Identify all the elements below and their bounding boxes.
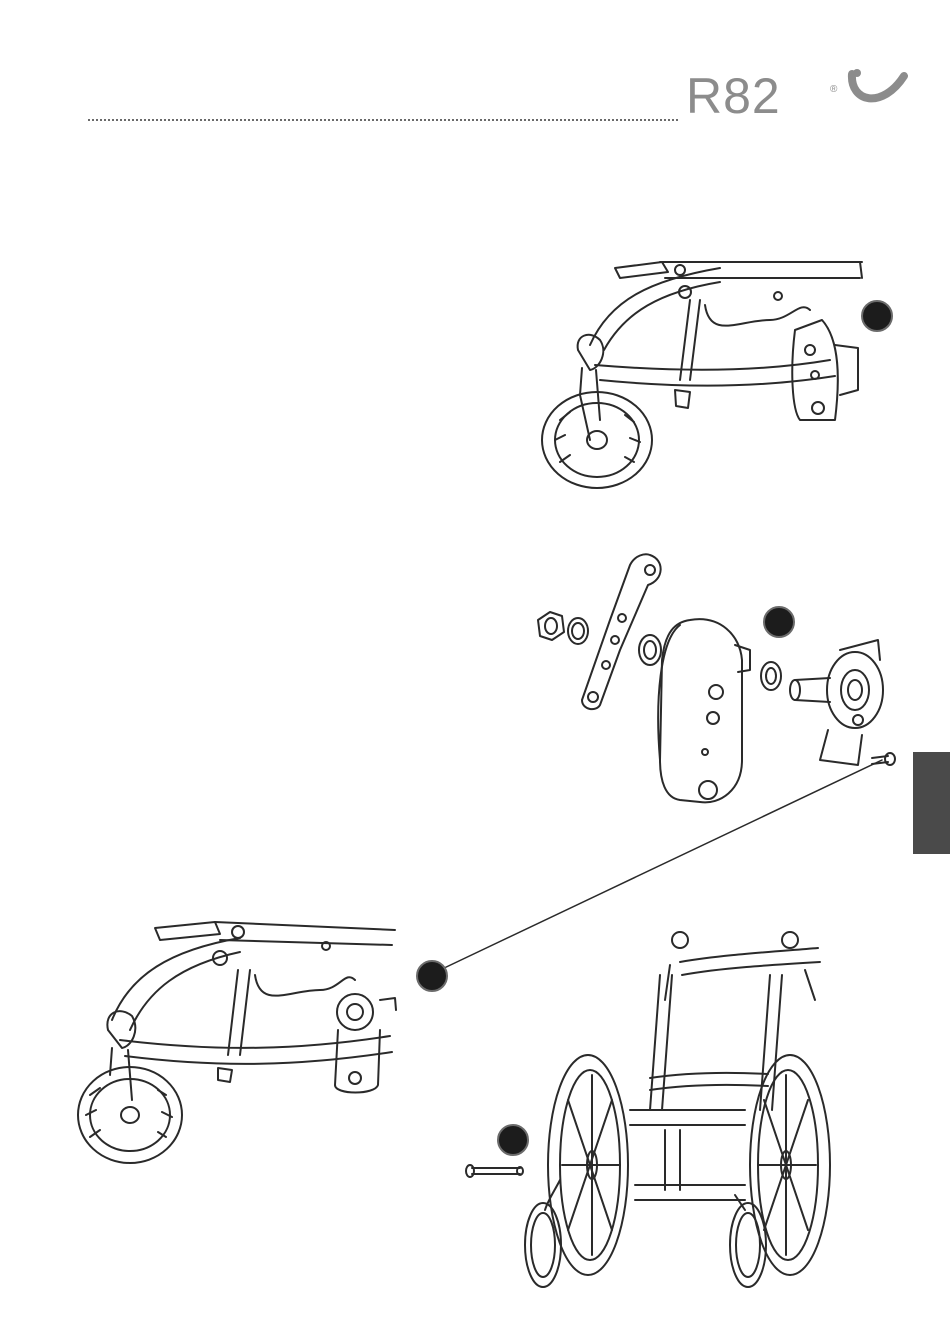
header-dotted-rule xyxy=(88,119,678,121)
callout-marker xyxy=(861,300,893,332)
brand-swoosh-icon xyxy=(682,62,912,128)
section-side-tab xyxy=(913,752,950,854)
callout-marker xyxy=(763,606,795,638)
brand-logo: R82 ® xyxy=(682,62,912,128)
callout-marker xyxy=(497,1124,529,1156)
callout-marker xyxy=(416,960,448,992)
